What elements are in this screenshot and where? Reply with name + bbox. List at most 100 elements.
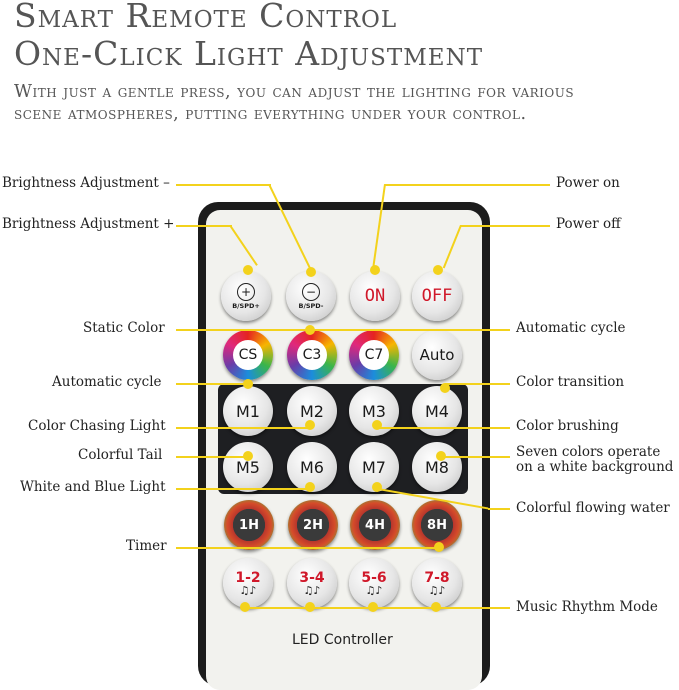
page-title-line-1: Smart Remote Control: [14, 0, 398, 35]
m8-button[interactable]: M8: [412, 442, 462, 492]
m6-label: M6: [300, 457, 324, 477]
c7-button[interactable]: C7: [349, 330, 399, 380]
leader-line: [176, 225, 232, 227]
label-static-color: Static Color: [83, 320, 165, 336]
label-power-off: Power off: [556, 216, 621, 232]
m8-label: M8: [425, 457, 449, 477]
music-note-icon: ♫♪: [239, 583, 257, 597]
music-1-2-button[interactable]: 1-2 ♫♪: [223, 558, 273, 608]
subtitle-line-2: scene atmospheres, putting everything un…: [14, 104, 527, 124]
leader-dot: [243, 379, 253, 389]
label-colorful-tail: Colorful Tail: [78, 447, 163, 463]
leader-line: [385, 184, 550, 186]
leader-dot: [434, 542, 444, 552]
leader-dot: [372, 482, 382, 492]
music-note-icon: ♫♪: [365, 583, 383, 597]
leader-line: [176, 488, 310, 490]
power-on-button[interactable]: ON: [350, 271, 400, 321]
timer-2h-label: 2H: [303, 517, 323, 533]
static-color-cs-button[interactable]: CS: [223, 330, 273, 380]
timer-2h-button[interactable]: 2H: [288, 500, 338, 550]
m1-label: M1: [236, 401, 260, 421]
leader-dot: [305, 325, 315, 335]
music-5-6-label: 5-6: [361, 569, 387, 586]
music-7-8-button[interactable]: 7-8 ♫♪: [412, 558, 462, 608]
leader-dot: [240, 602, 250, 612]
leader-dot: [433, 265, 443, 275]
label-brightness-plus: Brightness Adjustment +: [2, 216, 175, 232]
timer-8h-button[interactable]: 8H: [412, 500, 462, 550]
leader-line: [176, 329, 510, 331]
label-color-chasing: Color Chasing Light: [28, 418, 166, 434]
label-automatic-cycle-right: Automatic cycle: [516, 320, 626, 336]
label-white-blue: White and Blue Light: [20, 479, 166, 495]
label-timer: Timer: [126, 538, 167, 554]
music-5-6-button[interactable]: 5-6 ♫♪: [349, 558, 399, 608]
c3-label: C3: [297, 340, 327, 370]
brightness-up-label: B/SPD+: [232, 301, 260, 310]
label-seven-colors-1: Seven colors operate: [516, 444, 661, 460]
power-off-button[interactable]: OFF: [412, 271, 462, 321]
leader-line: [176, 456, 248, 458]
leader-dot: [368, 602, 378, 612]
music-7-8-label: 7-8: [424, 569, 450, 586]
label-brightness-minus: Brightness Adjustment –: [2, 175, 170, 191]
timer-8h-label: 8H: [427, 517, 447, 533]
music-note-icon: ♫♪: [428, 583, 446, 597]
auto-button[interactable]: Auto: [412, 330, 462, 380]
label-color-transition: Color transition: [516, 374, 625, 390]
leader-line: [378, 427, 510, 429]
music-1-2-label: 1-2: [235, 569, 261, 586]
leader-dot: [431, 602, 441, 612]
leader-dot: [243, 265, 253, 275]
m5-button[interactable]: M5: [223, 442, 273, 492]
leader-line: [445, 383, 510, 385]
power-off-label: OFF: [421, 286, 453, 306]
m2-label: M2: [300, 401, 324, 421]
m7-label: M7: [362, 457, 386, 477]
timer-1h-label: 1H: [239, 517, 259, 533]
music-3-4-button[interactable]: 3-4 ♫♪: [287, 558, 337, 608]
music-3-4-label: 3-4: [299, 569, 325, 586]
leader-line: [460, 225, 550, 227]
power-on-label: ON: [364, 286, 386, 306]
led-controller-label: LED Controller: [292, 632, 393, 648]
brightness-down-button[interactable]: − B/SPD-: [286, 271, 336, 321]
page-title-line-2: One-Click Light Adjustment: [14, 34, 484, 73]
cs-label: CS: [233, 340, 263, 370]
leader-line: [488, 508, 510, 510]
timer-4h-button[interactable]: 4H: [350, 500, 400, 550]
auto-label: Auto: [419, 346, 455, 364]
subtitle-line-1: With just a gentle press, you can adjust…: [14, 82, 575, 102]
label-flowing-water: Colorful flowing water: [516, 500, 670, 516]
leader-dot: [372, 420, 382, 430]
leader-line: [176, 383, 248, 385]
brightness-down-label: B/SPD-: [298, 301, 324, 310]
leader-line: [442, 456, 510, 458]
brightness-up-button[interactable]: + B/SPD+: [221, 271, 271, 321]
label-seven-colors-2: on a white background: [516, 459, 674, 475]
leader-dot: [440, 383, 450, 393]
label-power-on: Power on: [556, 175, 620, 191]
leader-dot: [305, 420, 315, 430]
timer-1h-button[interactable]: 1H: [224, 500, 274, 550]
leader-line: [176, 547, 438, 549]
leader-line: [176, 184, 271, 186]
leader-dot: [436, 451, 446, 461]
m4-label: M4: [425, 401, 449, 421]
leader-dot: [305, 482, 315, 492]
sun-minus-icon: −: [302, 282, 320, 301]
leader-line: [176, 427, 310, 429]
c3-button[interactable]: C3: [287, 330, 337, 380]
leader-dot: [305, 602, 315, 612]
leader-dot: [306, 267, 316, 277]
m5-label: M5: [236, 457, 260, 477]
c7-label: C7: [359, 340, 389, 370]
timer-4h-label: 4H: [365, 517, 385, 533]
leader-dot: [243, 451, 253, 461]
music-note-icon: ♫♪: [303, 583, 321, 597]
label-music-rhythm: Music Rhythm Mode: [516, 599, 658, 615]
label-automatic-cycle-left: Automatic cycle: [52, 374, 162, 390]
m3-label: M3: [362, 401, 386, 421]
sun-plus-icon: +: [237, 282, 255, 301]
